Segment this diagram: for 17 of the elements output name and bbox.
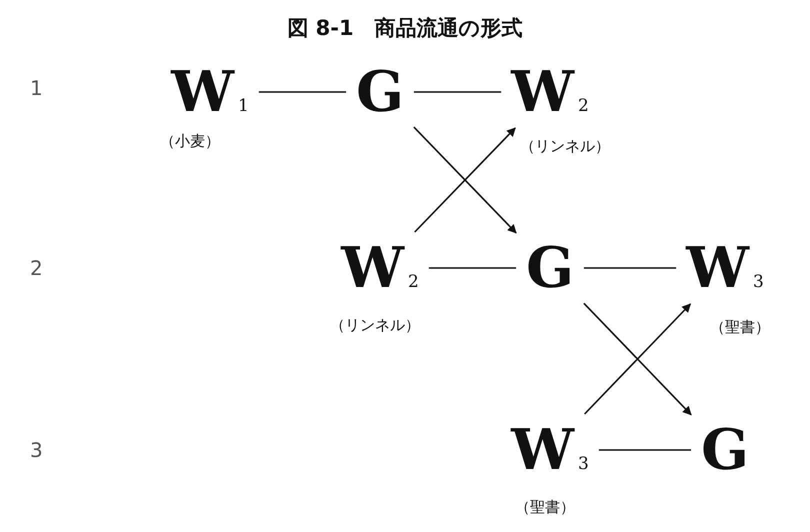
connector-line: [584, 267, 676, 269]
connector-line: [414, 91, 502, 93]
caption-label: （リンネル）: [330, 316, 420, 335]
node-label: G: [526, 240, 574, 296]
node-label: G: [356, 64, 404, 120]
figure-title: 図 8-1 商品流通の形式: [286, 15, 524, 42]
row-number: 1: [30, 76, 43, 100]
connector-line: [258, 91, 346, 93]
row-number: 3: [30, 438, 43, 462]
caption-label: （リンネル）: [520, 137, 610, 156]
node-label: G: [701, 422, 749, 478]
caption-label: （聖書）: [515, 498, 575, 517]
connector-line: [428, 267, 516, 269]
connector-line: [598, 449, 692, 451]
row-number: 2: [30, 256, 43, 280]
caption-label: （小麦）: [160, 132, 220, 151]
caption-label: （聖書）: [710, 318, 770, 337]
